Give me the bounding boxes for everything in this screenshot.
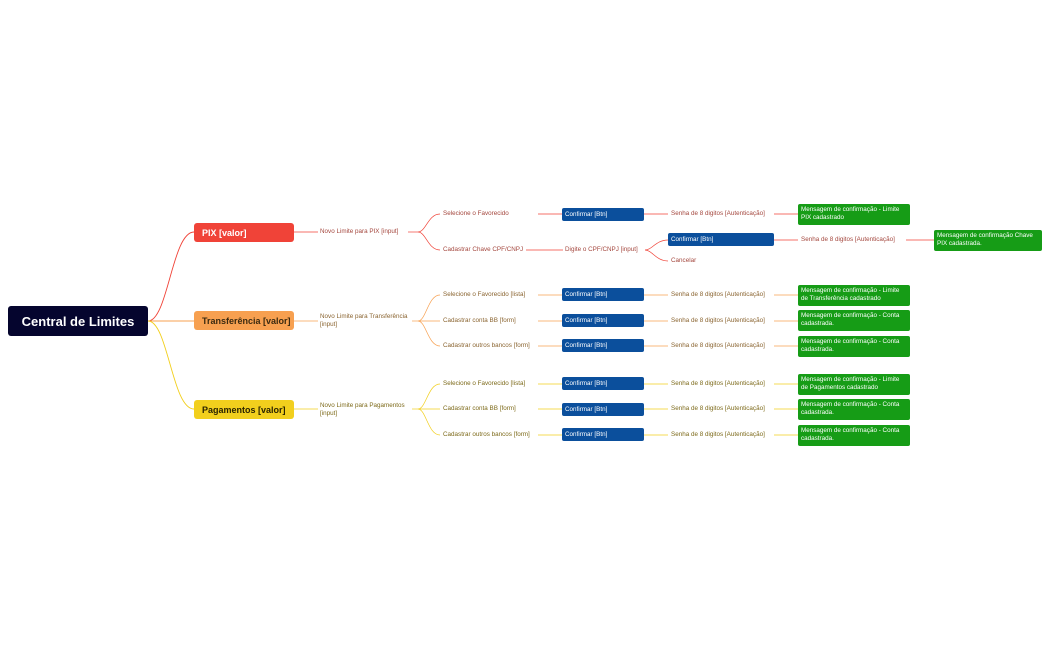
edge-root-pix [147, 231, 195, 322]
pix-opt1-confirm-button[interactable]: Confirmar [Btn] [562, 208, 644, 221]
transferencia-opt1-confirm-button[interactable]: Confirmar [Btn] [562, 288, 644, 301]
transferencia-opt3-confirm-button[interactable]: Confirmar [Btn] [562, 339, 644, 352]
transferencia-register-other[interactable]: Cadastrar outros bancos [form] [443, 342, 530, 349]
pagamentos-opt1-confirm-button[interactable]: Confirmar [Btn] [562, 377, 644, 390]
transferencia-opt2-confirm-button[interactable]: Confirmar [Btn] [562, 314, 644, 327]
pix-cpf-input-label[interactable]: Digite o CPF/CNPJ [input] [565, 246, 638, 253]
pagamentos-opt1-confirmation-message[interactable]: Mensagem de confirmação - Limite de Paga… [798, 374, 910, 395]
pagamentos-new-limit-label[interactable]: Novo Limite para Pagamentos [input] [320, 402, 405, 417]
pix-register-key[interactable]: Cadastrar Chave CPF/CNPJ [443, 246, 524, 253]
transferencia-opt2-auth[interactable]: Senha de 8 digitos [Autenticação] [671, 317, 765, 324]
transferencia-opt1-confirmation-message[interactable]: Mensagem de confirmação - Limite de Tran… [798, 285, 910, 306]
transferencia-select-favorecido[interactable]: Selecione o Favorecido [lista] [443, 291, 526, 298]
transferencia-opt2-confirmation-message[interactable]: Mensagem de confirmação - Conta cadastra… [798, 310, 910, 331]
pagamentos-opt3-confirmation-message[interactable]: Mensagem de confirmação - Conta cadastra… [798, 425, 910, 446]
branch-pix[interactable]: PIX [valor] [194, 223, 294, 242]
branch-transferencia[interactable]: Transferência [valor] [194, 311, 294, 330]
pix-opt2-auth[interactable]: Senha de 8 digitos [Autenticação] [801, 236, 895, 243]
pagamentos-opt2-confirmation-message[interactable]: Mensagem de confirmação - Conta cadastra… [798, 399, 910, 420]
pagamentos-register-bb[interactable]: Cadastrar conta BB [form] [443, 405, 516, 412]
pix-cancel[interactable]: Cancelar [671, 257, 697, 264]
transferencia-opt1-auth[interactable]: Senha de 8 digitos [Autenticação] [671, 291, 765, 298]
pagamentos-opt2-confirm-button[interactable]: Confirmar [Btn] [562, 403, 644, 416]
transferencia-register-bb[interactable]: Cadastrar conta BB [form] [443, 317, 516, 324]
root-node[interactable]: Central de Limites [8, 306, 148, 336]
pagamentos-opt1-auth[interactable]: Senha de 8 digitos [Autenticação] [671, 380, 765, 387]
pix-opt1-auth[interactable]: Senha de 8 digitos [Autenticação] [671, 210, 765, 217]
edge-root-pagamentos [147, 320, 195, 410]
pagamentos-select-favorecido[interactable]: Selecione o Favorecido [lista] [443, 380, 526, 387]
branch-pagamentos[interactable]: Pagamentos [valor] [194, 400, 294, 419]
pagamentos-opt3-confirm-button[interactable]: Confirmar [Btn] [562, 428, 644, 441]
pagamentos-opt3-auth[interactable]: Senha de 8 digitos [Autenticação] [671, 431, 765, 438]
pagamentos-register-other[interactable]: Cadastrar outros bancos [form] [443, 431, 530, 438]
pix-opt1-confirmation-message[interactable]: Mensagem de confirmação - Limite PIX cad… [798, 204, 910, 225]
transferencia-opt3-confirmation-message[interactable]: Mensagem de confirmação - Conta cadastra… [798, 336, 910, 357]
transferencia-opt3-auth[interactable]: Senha de 8 digitos [Autenticação] [671, 342, 765, 349]
pix-select-favorecido[interactable]: Selecione o Favorecido [443, 210, 509, 217]
transferencia-new-limit-label[interactable]: Novo Limite para Transferência [input] [320, 313, 408, 328]
pix-opt2-confirmation-message[interactable]: Mensagem de confirmação Chave PIX cadast… [934, 230, 1042, 251]
pagamentos-opt2-auth[interactable]: Senha de 8 digitos [Autenticação] [671, 405, 765, 412]
pix-new-limit-label[interactable]: Novo Limite para PIX [input] [320, 228, 399, 235]
pix-opt2-confirm-button[interactable]: Confirmar [Btn] [668, 233, 774, 246]
